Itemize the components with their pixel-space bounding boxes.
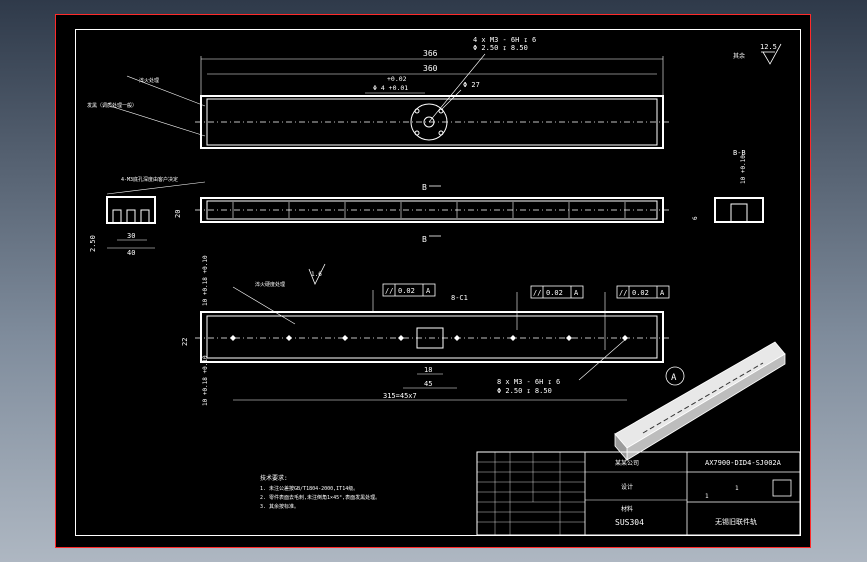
scale: 1: [705, 493, 709, 500]
roughness-symbol: 其余 12.5: [733, 43, 782, 65]
dim-left-bottom: 10 +0.18 +0.10: [202, 355, 209, 406]
section-mark-bottom: B: [422, 235, 427, 244]
end-view-note: 4-M3底孔深度由客户决定: [121, 176, 178, 183]
section-dim-10: 10 +0.10: [740, 155, 747, 184]
title-block: AX7900-DID4-SJ002A 某某公司 设计 材料 SUS304 无锡旧…: [476, 451, 801, 536]
notes-line-1: 1. 未注公差按GB/T1804-2000,IT14级。: [260, 485, 358, 492]
material-label: 材料: [621, 505, 633, 513]
tol-upper: +0.02: [387, 75, 407, 83]
dim-250: 2.50: [89, 235, 97, 252]
dim-pitch: 315=45x7: [383, 392, 417, 400]
drawing-canvas: 366 360 4 x M3 - 6H ↧ 6 Φ 2.50 ↧ 8.50 +0…: [55, 14, 811, 548]
roughness-1-6: 1.6: [311, 271, 322, 278]
thread-hole: [438, 108, 444, 114]
drawing-sheet: 366 360 4 x M3 - 6H ↧ 6 Φ 2.50 ↧ 8.50 +0…: [55, 14, 811, 548]
bottom-view-holes: [230, 202, 628, 341]
section-bb: B-B 10 +0.10 6: [692, 149, 764, 223]
svg-text:A: A: [660, 289, 665, 297]
company: 某某公司: [615, 460, 639, 467]
thread-hole: [414, 108, 420, 114]
dim-360: 360: [423, 64, 438, 73]
design-label: 设计: [621, 483, 633, 491]
notes-title: 技术要求:: [260, 474, 288, 482]
thread-hole: [414, 130, 420, 136]
front-view: B B 20: [174, 183, 670, 244]
svg-text://: //: [385, 287, 393, 295]
tol-frame-2: // 0.02 A: [516, 285, 584, 330]
leader-label-1: 淬火处理: [139, 77, 159, 84]
svg-text://: //: [533, 289, 541, 297]
center-hole: [423, 116, 435, 128]
notes-line-2: 2. 零件表面去毛刺,未注倒角1×45°,表面发黑处理。: [260, 494, 380, 501]
bottom-hole: [454, 335, 460, 341]
technical-notes: 技术要求: 1. 未注公差按GB/T1804-2000,IT14级。 2. 零件…: [260, 474, 380, 510]
section-bb-title: B-B: [733, 149, 746, 157]
dim-30: 30: [127, 232, 135, 240]
dia-27: Φ 27: [463, 81, 480, 89]
dim-18: 18: [424, 366, 432, 374]
sheet-number: 1: [735, 485, 739, 492]
section-dim-6: 6: [692, 216, 699, 220]
dim-40: 40: [127, 249, 135, 257]
section-mark-top: B: [422, 183, 427, 192]
chamfer-note: 8-C1: [451, 294, 468, 302]
notes-line-3: 3. 其余按标准。: [260, 503, 299, 510]
datum-label: A: [671, 373, 677, 383]
tol-frame-3: // 0.02 A: [604, 285, 670, 350]
roughness-value: 12.5: [760, 43, 777, 51]
bottom-hole: [398, 335, 404, 341]
bottom-hole: [230, 335, 236, 341]
svg-text:A: A: [426, 287, 431, 295]
part-name: 无锡旧联件轨: [715, 517, 757, 526]
top-view-inner: [206, 98, 658, 146]
drawing-number: AX7900-DID4-SJ002A: [705, 459, 782, 467]
outer-border: [55, 14, 811, 548]
dim-20: 20: [174, 210, 182, 218]
dia-hole: Φ 4 +0.01: [373, 84, 408, 92]
svg-text:0.02: 0.02: [546, 289, 563, 297]
surface-note: 淬火硬度处理: [255, 281, 285, 288]
thread-spec-2: Φ 2.50 ↧ 8.50: [473, 44, 528, 52]
end-view: 4-M3底孔深度由客户决定 30 40 2.50: [89, 176, 206, 257]
svg-text:A: A: [574, 289, 579, 297]
inner-border: [75, 29, 801, 536]
hole-spec-2: Φ 2.50 ↧ 8.50: [497, 387, 552, 395]
thread-spec-1: 4 x M3 - 6H ↧ 6: [473, 36, 536, 44]
svg-text://: //: [619, 289, 627, 297]
roughness-label: 其余: [733, 52, 745, 60]
top-view: 366 360 4 x M3 - 6H ↧ 6 Φ 2.50 ↧ 8.50 +0…: [87, 36, 670, 149]
hole-spec-1: 8 x M3 - 6H ↧ 6: [497, 378, 560, 386]
dim-left-top: 10 +0.18 +0.10: [202, 255, 209, 306]
bottom-hole: [566, 335, 572, 341]
bottom-hole: [510, 335, 516, 341]
dim-22: 22: [181, 338, 189, 346]
counterbore-circle: [410, 103, 448, 141]
bottom-hole: [342, 335, 348, 341]
leader-label-2: 发黑（调质处理一般）: [87, 102, 137, 109]
bottom-view: 10 +0.18 +0.10 22 10 +0.18 +0.10 1.6 淬火硬…: [181, 255, 685, 406]
dim-366: 366: [423, 49, 438, 58]
svg-text:0.02: 0.02: [632, 289, 649, 297]
material: SUS304: [615, 518, 644, 527]
dim-45: 45: [424, 380, 432, 388]
svg-text:0.02: 0.02: [398, 287, 415, 295]
bottom-view-outline: [200, 311, 664, 363]
isometric-view: [614, 341, 786, 462]
datum-circle: [665, 366, 685, 386]
tol-frame-1: // 0.02 A: [372, 283, 436, 312]
thread-hole: [438, 130, 444, 136]
bottom-hole: [622, 335, 628, 341]
bottom-hole: [286, 335, 292, 341]
